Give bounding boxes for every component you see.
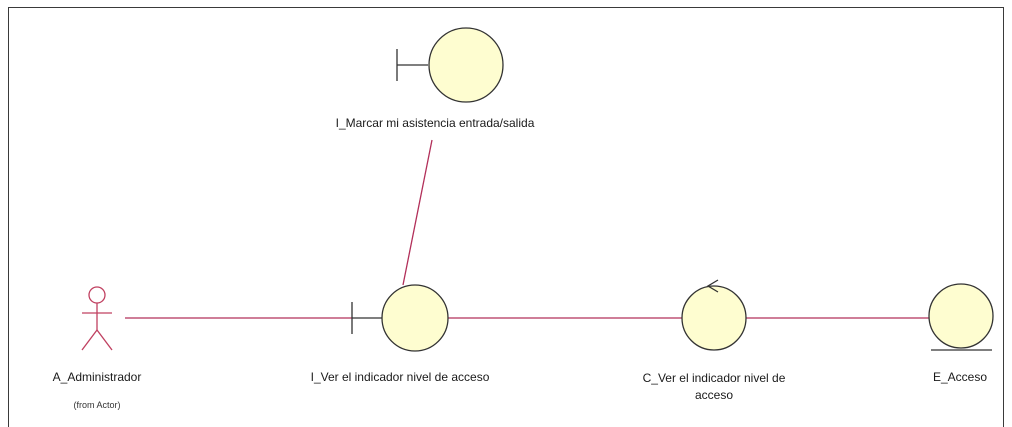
entity-object-icon[interactable]: [928, 283, 994, 351]
entity-label: E_Acceso: [932, 370, 988, 384]
actor-name-label: A_Administrador: [52, 370, 142, 384]
boundary-marcar-label: I_Marcar mi asistencia entrada/salida: [335, 116, 535, 130]
boundary-object-ver-icon[interactable]: [351, 284, 449, 352]
boundary-ver-label: I_Ver el indicador nivel de acceso: [310, 370, 490, 384]
control-label-line1: C_Ver el indicador nivel de: [642, 371, 786, 385]
boundary-object-marcar-icon[interactable]: [396, 27, 504, 103]
actor-administrador-icon[interactable]: [81, 286, 113, 351]
control-object-icon[interactable]: [681, 279, 747, 351]
diagram-frame: [8, 7, 1004, 427]
actor-note-label: (from Actor): [73, 400, 121, 410]
control-label-line2: acceso: [694, 388, 734, 402]
link-boundary-ver-to-boundary-marcar: [402, 139, 433, 286]
